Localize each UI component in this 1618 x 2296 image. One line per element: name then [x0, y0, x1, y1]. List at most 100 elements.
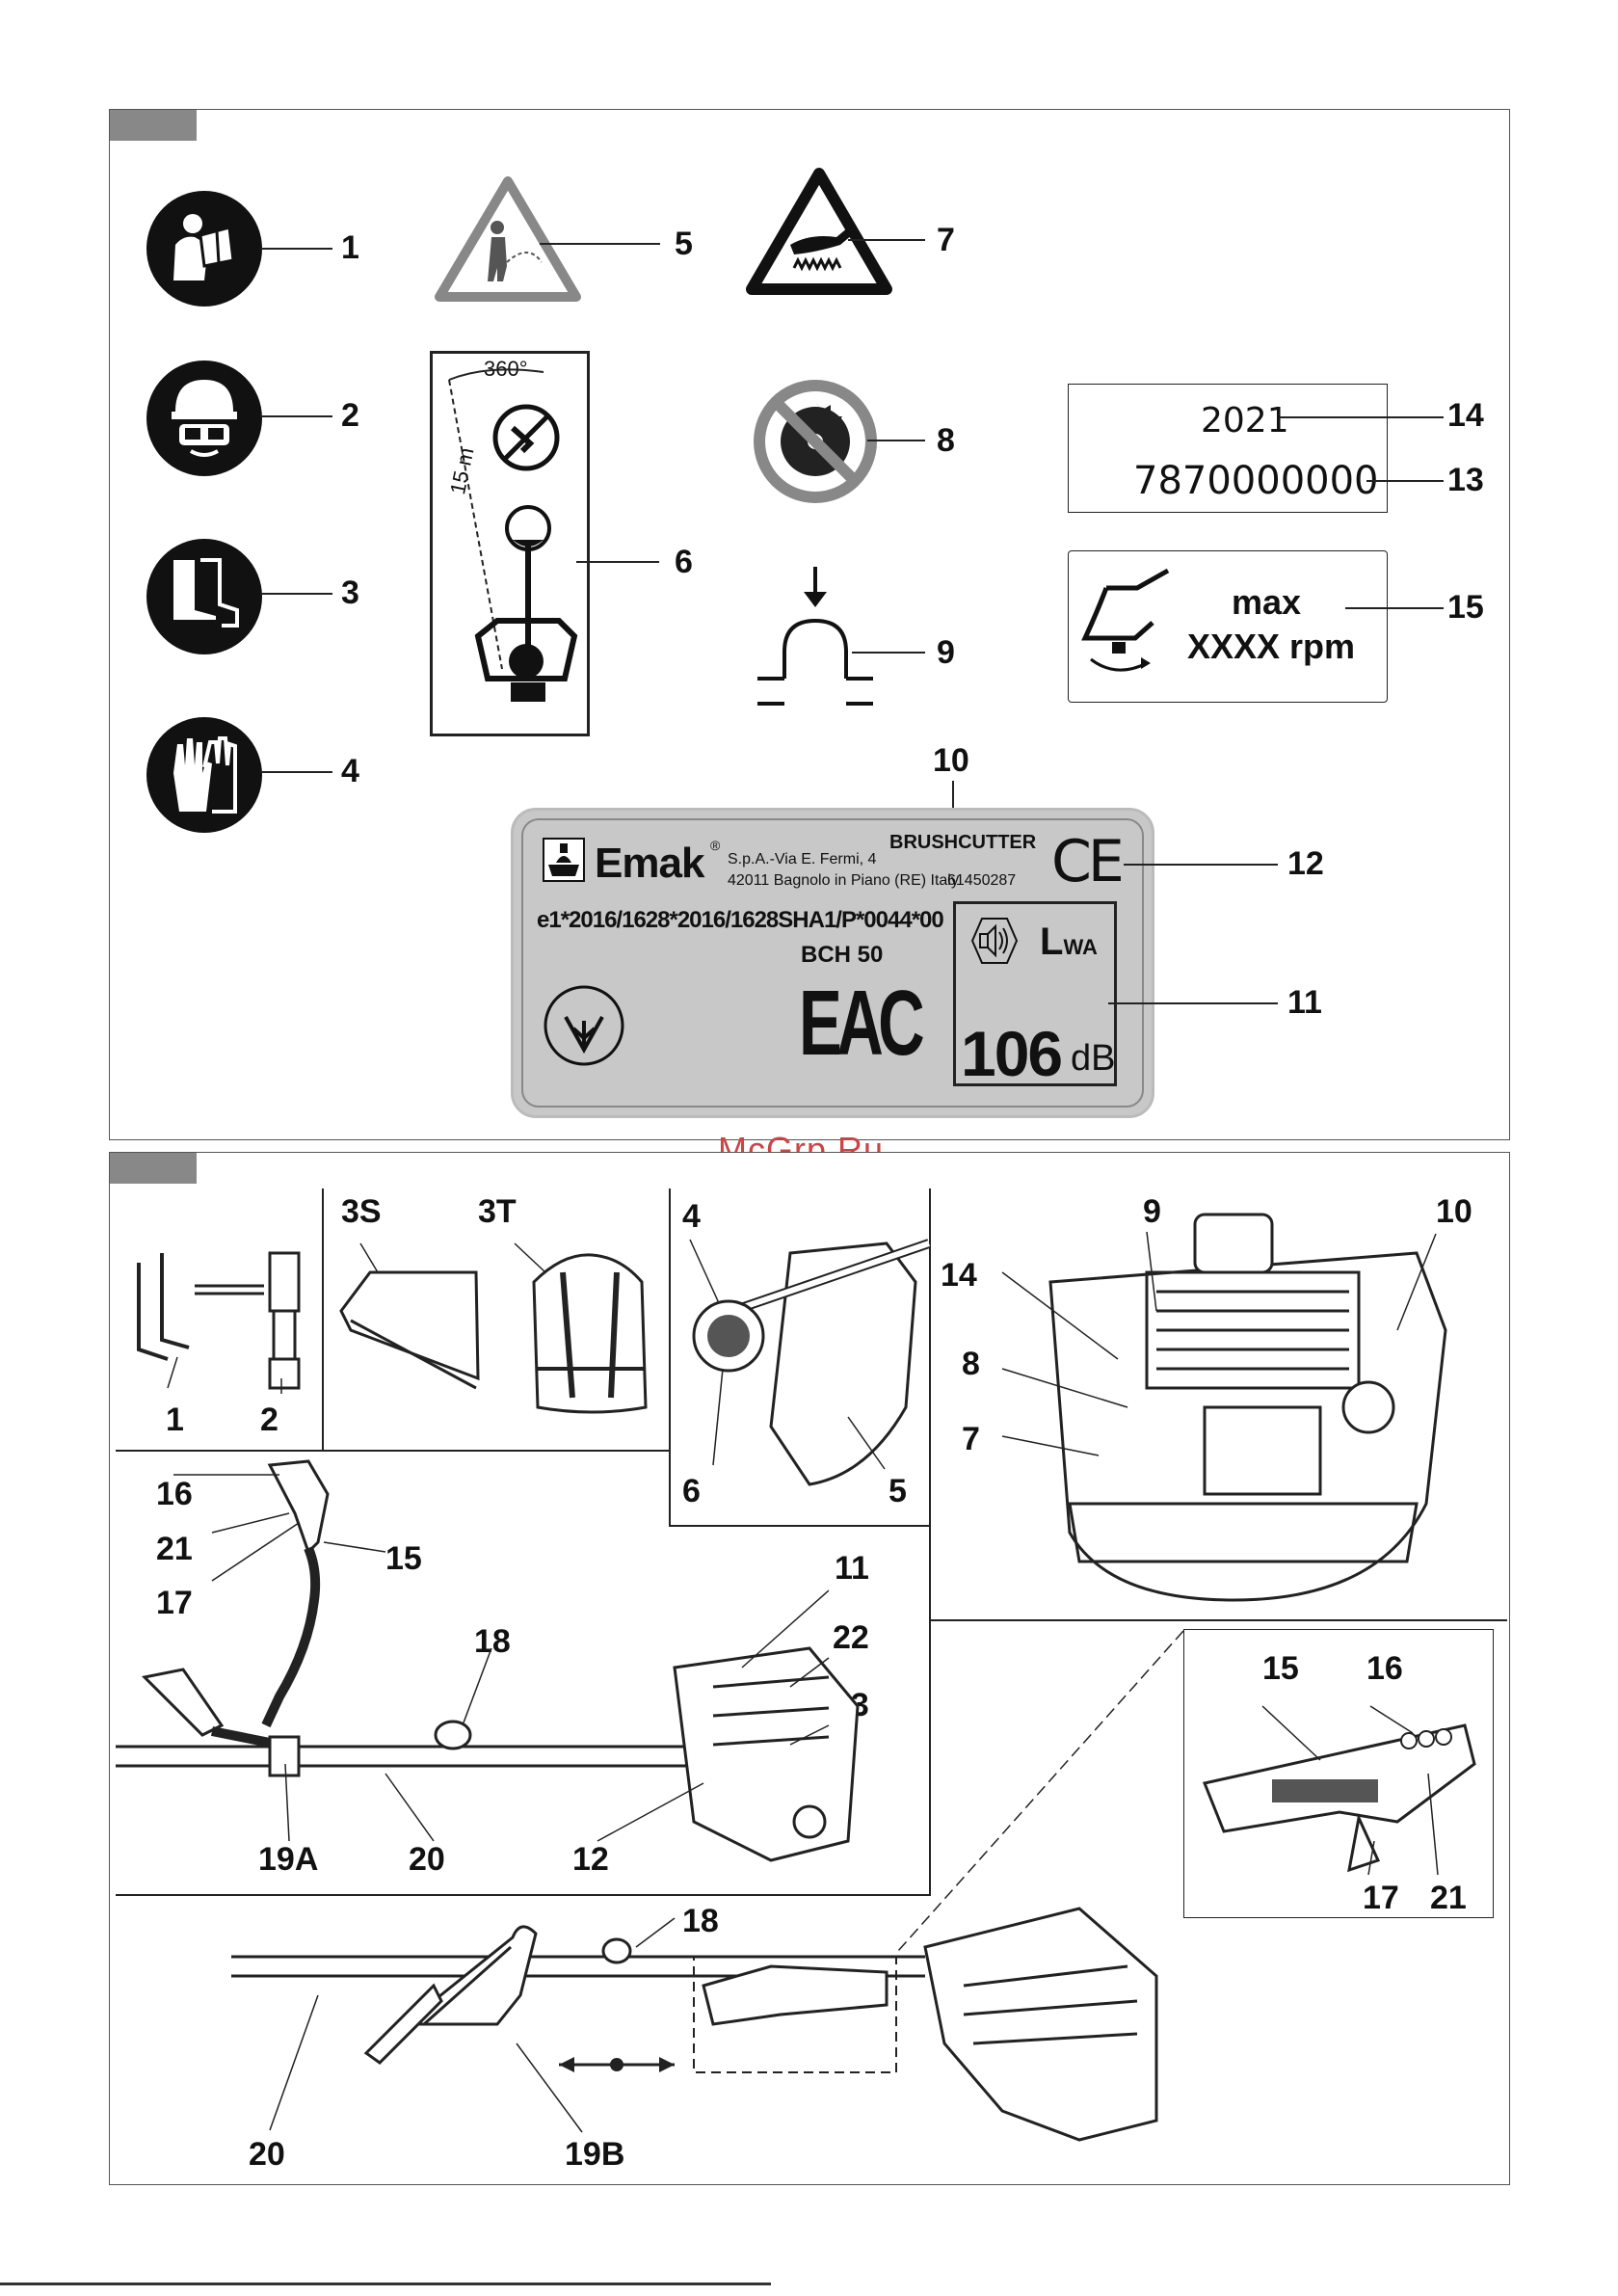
company-address-2: 42011 Bagnolo in Piano (RE) Italy — [728, 872, 959, 889]
handle-label-21: 21 — [156, 1531, 193, 1567]
symbol-label-7: 7 — [937, 222, 955, 258]
loop-label-18: 18 — [682, 1903, 719, 1939]
symbol-label-10: 10 — [933, 742, 969, 779]
leader-line — [1280, 416, 1444, 418]
kit-label-2: 2 — [260, 1402, 279, 1438]
symbol-label-1: 1 — [341, 229, 359, 266]
engine-label-8: 8 — [962, 1346, 980, 1382]
company-address-1: S.p.A.-Via E. Fermi, 4 — [728, 851, 877, 868]
speaker-icon — [970, 918, 1019, 964]
symbol-label-13: 13 — [1447, 462, 1484, 498]
brand-registered-mark: ® — [710, 838, 721, 853]
page-bottom-rule — [0, 2283, 771, 2285]
engine-label-7: 7 — [962, 1421, 980, 1457]
machine-label-12: 12 — [572, 1841, 609, 1878]
divider — [931, 1619, 1507, 1621]
guard-label-6: 6 — [682, 1473, 701, 1509]
eac-mark: EAC — [799, 972, 925, 1075]
machine-label-19a: 19A — [258, 1841, 319, 1878]
leader-line — [260, 415, 332, 417]
symbol-label-11: 11 — [1287, 984, 1322, 1021]
serial-number-box — [1068, 384, 1388, 513]
leader-line — [867, 440, 925, 441]
leader-line — [1108, 1002, 1278, 1004]
kit-label-1: 1 — [166, 1402, 184, 1438]
symbol-label-3: 3 — [341, 574, 359, 611]
max-label: max — [1232, 582, 1302, 622]
leader-line — [852, 652, 925, 654]
divider — [322, 1188, 324, 1451]
no-blade-icon — [754, 380, 877, 503]
brushcutter-loop-handle-icon — [231, 1907, 1158, 2142]
handle-label-15: 15 — [385, 1540, 422, 1577]
ce-mark: CE — [1051, 828, 1125, 895]
choke-icon — [757, 567, 873, 706]
detail-label-15: 15 — [1262, 1650, 1299, 1687]
blade-speed-icon — [1081, 568, 1170, 672]
engine-unit-icon — [1001, 1213, 1447, 1602]
cutting-guard-icon — [689, 1239, 931, 1486]
leader-line — [540, 243, 660, 245]
divider — [116, 1894, 931, 1896]
engine-label-14: 14 — [941, 1257, 977, 1294]
engine-label-10: 10 — [1436, 1193, 1472, 1230]
handle-label-17: 17 — [156, 1585, 193, 1621]
leader-line — [260, 593, 332, 595]
symbol-label-15: 15 — [1447, 589, 1484, 626]
symbol-label-14: 14 — [1447, 397, 1484, 434]
leader-line — [848, 239, 925, 241]
gloves-icon — [146, 717, 262, 833]
safety-boots-icon — [146, 539, 262, 654]
detail-label-16: 16 — [1366, 1650, 1403, 1687]
bystander-warning-icon — [435, 176, 581, 302]
brushcutter-bike-handle-icon — [116, 1459, 860, 1862]
product-code: 61450287 — [947, 872, 1017, 889]
production-year: 2021 — [1201, 401, 1289, 441]
divider — [929, 1525, 931, 1895]
safety-distance-sign — [430, 351, 590, 736]
divider — [116, 1450, 669, 1452]
noise-unit: dB — [1071, 1038, 1116, 1079]
leader-line — [260, 771, 332, 773]
strap-label-3s: 3S — [341, 1193, 382, 1230]
rating-plate: Emak ® S.p.A.-Via E. Fermi, 4 42011 Bagn… — [511, 808, 1154, 1118]
lwa-label: LWA — [1040, 921, 1098, 964]
rating-plate-border — [521, 818, 1144, 1108]
hex-keys-and-spanner-icon — [137, 1251, 301, 1394]
guard-label-4: 4 — [682, 1198, 701, 1235]
lwa-letter: L — [1040, 921, 1064, 963]
noise-level-box — [953, 901, 1117, 1086]
divider — [669, 1525, 931, 1527]
read-manual-icon — [146, 191, 262, 307]
serial-number: 7870000000 — [1133, 459, 1379, 503]
leader-line — [1124, 864, 1278, 866]
leader-line — [260, 248, 332, 250]
machine-label-11: 11 — [835, 1550, 869, 1587]
detail-label-21: 21 — [1430, 1880, 1467, 1916]
helmet-icon — [146, 360, 262, 476]
loop-label-19b: 19B — [565, 2136, 625, 2173]
machine-label-20: 20 — [409, 1841, 445, 1878]
lwa-subscript: WA — [1063, 935, 1098, 959]
symbol-label-4: 4 — [341, 753, 359, 789]
symbol-label-2: 2 — [341, 397, 359, 434]
handle-label-16: 16 — [156, 1476, 193, 1512]
brand-name: Emak — [595, 840, 704, 887]
divider — [929, 1188, 931, 1526]
hot-surface-warning-icon — [746, 168, 892, 295]
symbol-label-8: 8 — [937, 422, 955, 459]
loop-label-20: 20 — [249, 2136, 285, 2173]
divider — [669, 1188, 671, 1526]
detail-label-17: 17 — [1363, 1880, 1399, 1916]
machine-label-18: 18 — [474, 1623, 511, 1660]
guard-label-5: 5 — [889, 1473, 907, 1509]
shoulder-strap-icon — [339, 1242, 648, 1414]
emak-logo-icon — [543, 838, 585, 882]
product-type: BRUSHCUTTER — [889, 832, 1037, 853]
machine-label-22: 22 — [833, 1619, 869, 1656]
rpm-label: XXXX rpm — [1187, 627, 1356, 666]
max-speed-label-box — [1068, 550, 1388, 703]
leader-line — [952, 781, 954, 829]
strap-label-3t: 3T — [478, 1193, 517, 1230]
handle-detail-icon — [1202, 1705, 1476, 1876]
